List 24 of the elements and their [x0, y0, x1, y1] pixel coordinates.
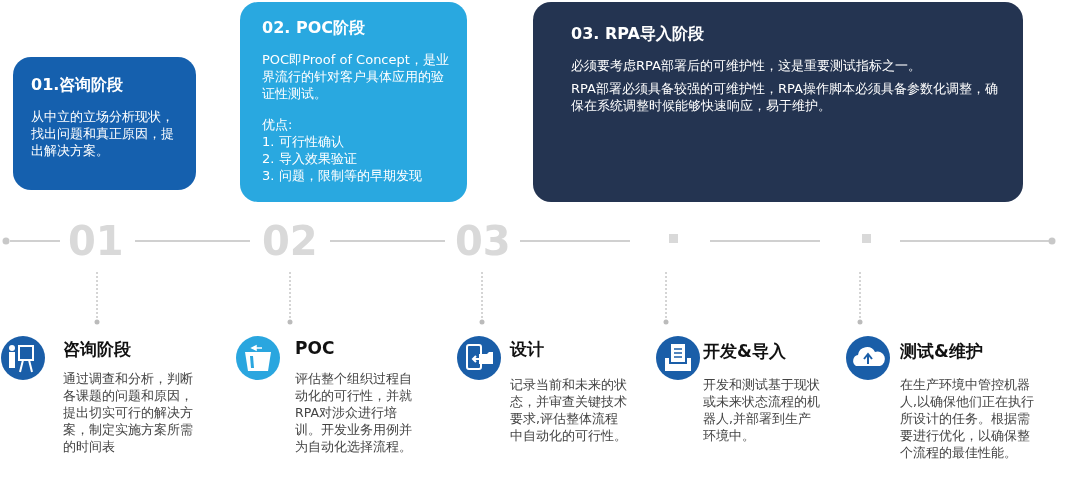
stage-card — [533, 2, 1023, 202]
card-text: 优点: — [262, 116, 294, 133]
card-text: 2. 导入效果验证 — [262, 150, 358, 167]
step-title: 咨询阶段 — [63, 338, 131, 361]
step-description: 在生产环境中管控机器人,以确保他们正在执行所设计的任务。根据需要进行优化，以确保整个流程的最佳性能。 — [900, 376, 1035, 461]
step-description: 记录当前和未来的状态，并审查关键技术要求,评估整体流程中自动化的可行性。 — [510, 376, 628, 444]
stage-card — [13, 57, 196, 190]
card-text: 必须要考虑RPA部署后的可维护性，这是重要测试指标之一。 — [571, 57, 922, 74]
card-text: POC即Proof of Concept，是业界流行的针对客户具体应用的验证性测试。 — [262, 51, 450, 102]
stage-card — [240, 2, 467, 202]
step-description: 通过调查和分析，判断各课题的问题和原因，提出切实可行的解决方案，制定实施方案所需的时间表 — [63, 370, 194, 455]
card-title: 03. RPA导入阶段 — [571, 24, 705, 45]
step-description: 评估整个组织过程自动化的可行性，并就RPA对涉众进行培训。开发业务用例并为自动化选择流程。 — [295, 370, 413, 455]
step-title: 设计 — [510, 338, 544, 361]
card-text: 1. 可行性确认 — [262, 133, 345, 150]
step-description: 开发和测试基于现状或未来状态流程的机器人,并部署到生产环境中。 — [703, 376, 821, 444]
step-title: 测试&维护 — [900, 340, 983, 363]
step-title: 开发&导入 — [703, 340, 786, 363]
card-text: RPA部署必须具备较强的可维护性，RPA操作脚本必须具备参数化调整，确保在系统调整时候能够快速响应，易于维护。 — [571, 80, 999, 114]
card-text: 3. 问题，限制等的早期发现 — [262, 167, 423, 184]
card-title: 01.咨询阶段 — [31, 75, 125, 96]
card-title: 02. POC阶段 — [262, 18, 366, 39]
card-text: 从中立的立场分析现状，找出问题和真正原因，提出解决方案。 — [31, 108, 175, 159]
step-title: POC — [295, 338, 335, 358]
